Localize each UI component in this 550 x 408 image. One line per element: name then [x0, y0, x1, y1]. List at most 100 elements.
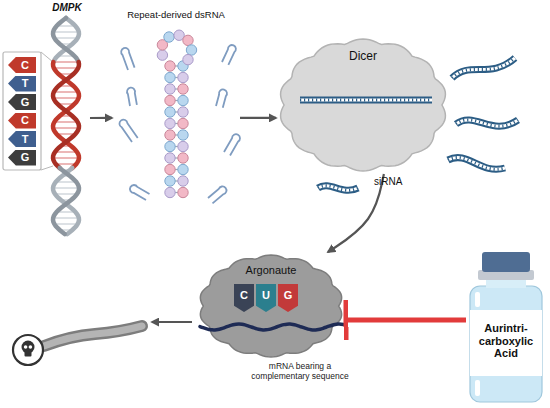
nucleotide-bead — [178, 95, 188, 105]
helix-rung — [53, 187, 79, 189]
repeat-base-tag: G — [8, 150, 36, 166]
nucleotide-bead — [186, 45, 196, 55]
skull-badge — [13, 335, 43, 365]
zoom-line — [41, 52, 53, 62]
helix-rung — [57, 211, 76, 213]
base-pair — [170, 180, 183, 181]
nucleotide-bead — [178, 153, 188, 163]
outcome-arrow — [152, 321, 192, 323]
helix-rung — [55, 151, 77, 153]
helix-rung — [54, 37, 77, 39]
drug-vial: Aurintri- carboxylic Acid — [466, 252, 546, 404]
base-pair — [170, 111, 183, 112]
sirna-duplex — [300, 58, 518, 190]
helix-rung — [63, 205, 68, 207]
helix-rung — [54, 223, 77, 225]
nucleotide-bead — [165, 164, 175, 174]
helix-rung — [53, 61, 78, 63]
small-hairpin — [128, 184, 149, 201]
skull-jaw — [25, 351, 32, 357]
helix-rung — [53, 157, 79, 159]
worm-highlight — [44, 326, 142, 346]
repeat-base-tag: C — [8, 113, 36, 129]
node-label: DMPK — [44, 2, 90, 14]
base-pair — [170, 100, 183, 101]
worm-body — [44, 326, 142, 346]
nucleotide-bead — [165, 153, 175, 163]
helix-strand — [53, 18, 79, 62]
helix-rung — [59, 73, 74, 75]
nucleotide-bead — [165, 61, 175, 71]
nucleotide-bead — [183, 54, 193, 64]
helix-rung — [53, 127, 79, 129]
small-hairpin — [224, 133, 242, 156]
sirna-strand — [448, 158, 505, 170]
nucleotide-bead — [164, 32, 174, 42]
sirna-strand — [452, 58, 515, 78]
helix-rung — [60, 43, 73, 45]
vial-cap — [482, 252, 530, 272]
helix-rung — [56, 163, 77, 165]
helix-rung — [55, 193, 77, 195]
sirna-strand — [300, 99, 432, 102]
helix-rung — [56, 181, 77, 183]
helix-rung — [60, 229, 73, 231]
base-pair — [170, 123, 183, 124]
helix-strand — [53, 18, 79, 62]
base-pair — [170, 65, 183, 66]
base-pair — [170, 88, 183, 89]
nucleotide-bead — [178, 61, 188, 71]
small-hairpin — [208, 185, 228, 204]
helix-strand — [53, 168, 79, 234]
inhibition-connector — [346, 317, 466, 322]
sirna-strand — [456, 120, 518, 126]
helix-rung — [62, 169, 70, 171]
nucleotide-bead — [157, 50, 167, 60]
vial-shine — [475, 292, 480, 307]
mrna-label: mRNA bearing a complementary sequence — [244, 362, 356, 382]
nucleotide-bead — [165, 107, 175, 117]
helix-rung — [61, 145, 71, 147]
node-label: Argonaute — [196, 264, 346, 277]
gene-helix: DMPK — [44, 0, 90, 236]
illustration — [53, 18, 518, 330]
sirna-strand — [300, 97, 432, 104]
nucleotide-bead — [178, 176, 188, 186]
flow-arrow — [90, 117, 112, 119]
helix-rung — [54, 67, 78, 69]
helix-strand — [53, 62, 79, 168]
nucleotide-bead — [165, 187, 175, 197]
helix-rung — [60, 115, 73, 117]
guide-base-tag: U — [256, 284, 276, 312]
nucleotide-bead — [165, 130, 175, 140]
dsrna-hairpin: Repeat-derived dsRNA — [112, 6, 240, 208]
sirna-duplex — [300, 58, 518, 190]
nucleotide-bead — [178, 141, 188, 151]
helix-strand — [53, 168, 79, 234]
nucleotide-bead — [165, 141, 175, 151]
helix-rung — [53, 217, 79, 219]
nucleotide-bead — [183, 35, 193, 45]
small-hairpin — [118, 118, 138, 142]
repeat-base-tag: C — [8, 57, 36, 73]
vial-neck — [486, 280, 526, 288]
node-label: Aurintri- carboxylic Acid — [472, 322, 540, 360]
helix-rung — [57, 133, 76, 135]
sirna-strand — [448, 158, 505, 170]
guide-base-tag: C — [234, 284, 254, 312]
vial-label — [470, 310, 542, 376]
base-pair — [170, 157, 183, 158]
repeat-box — [3, 52, 41, 170]
skull-eye — [29, 345, 33, 349]
nucleotide-bead — [165, 72, 175, 82]
node-label: Repeat-derived dsRNA — [112, 10, 240, 21]
helix-rung — [63, 139, 68, 141]
nucleotide-bead — [165, 95, 175, 105]
sirna-label: siRNA — [374, 176, 414, 188]
sirna-strand — [318, 186, 358, 191]
helix-rung — [54, 121, 77, 123]
helix-rung — [65, 49, 68, 51]
sirna-strand — [318, 186, 358, 191]
